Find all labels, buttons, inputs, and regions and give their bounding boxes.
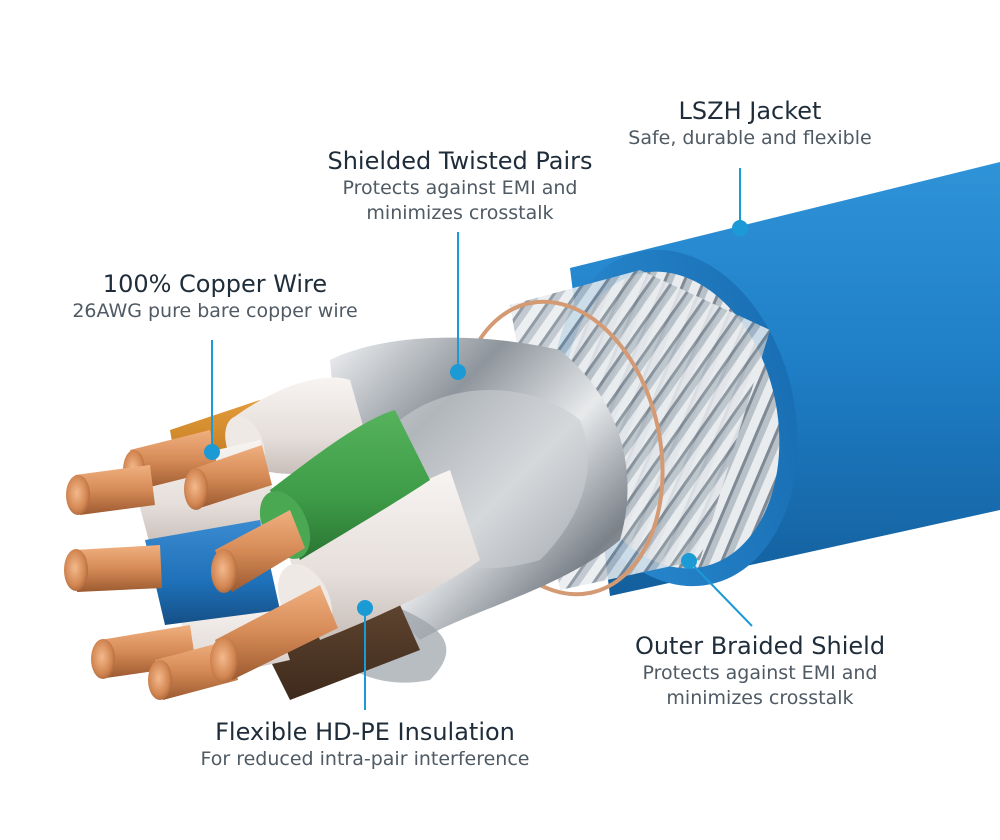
stp-description-line2: minimizes crosstalk xyxy=(366,202,554,224)
label-shielded-twisted-pairs: Shielded Twisted Pairs Protects against … xyxy=(300,146,620,226)
stp-description-line1: Protects against EMI and xyxy=(342,177,578,199)
outer-description-line2: minimizes crosstalk xyxy=(666,687,854,709)
callout-lszh xyxy=(732,168,748,236)
copper-title: 100% Copper Wire xyxy=(102,270,328,298)
label-copper-wire: 100% Copper Wire 26AWG pure bare copper … xyxy=(40,269,390,324)
callout-stp xyxy=(450,232,466,380)
copper-description: 26AWG pure bare copper wire xyxy=(72,300,358,322)
label-hdpe-insulation: Flexible HD-PE Insulation For reduced in… xyxy=(160,717,570,772)
hdpe-title: Flexible HD-PE Insulation xyxy=(215,718,515,746)
callout-outer xyxy=(681,553,753,627)
hdpe-description: For reduced intra-pair interference xyxy=(200,748,530,770)
stp-title: Shielded Twisted Pairs xyxy=(327,147,593,175)
callout-hdpe xyxy=(357,600,373,710)
outer-title: Outer Braided Shield xyxy=(634,632,886,660)
lszh-description: Safe, durable and flexible xyxy=(628,127,872,149)
lszh-title: LSZH Jacket xyxy=(678,97,822,125)
label-lszh-jacket: LSZH Jacket Safe, durable and flexible xyxy=(600,96,900,151)
copper-conductors xyxy=(64,430,338,700)
label-outer-braided-shield: Outer Braided Shield Protects against EM… xyxy=(610,631,910,711)
outer-description-line1: Protects against EMI and xyxy=(642,662,878,684)
callout-copper xyxy=(204,340,220,460)
